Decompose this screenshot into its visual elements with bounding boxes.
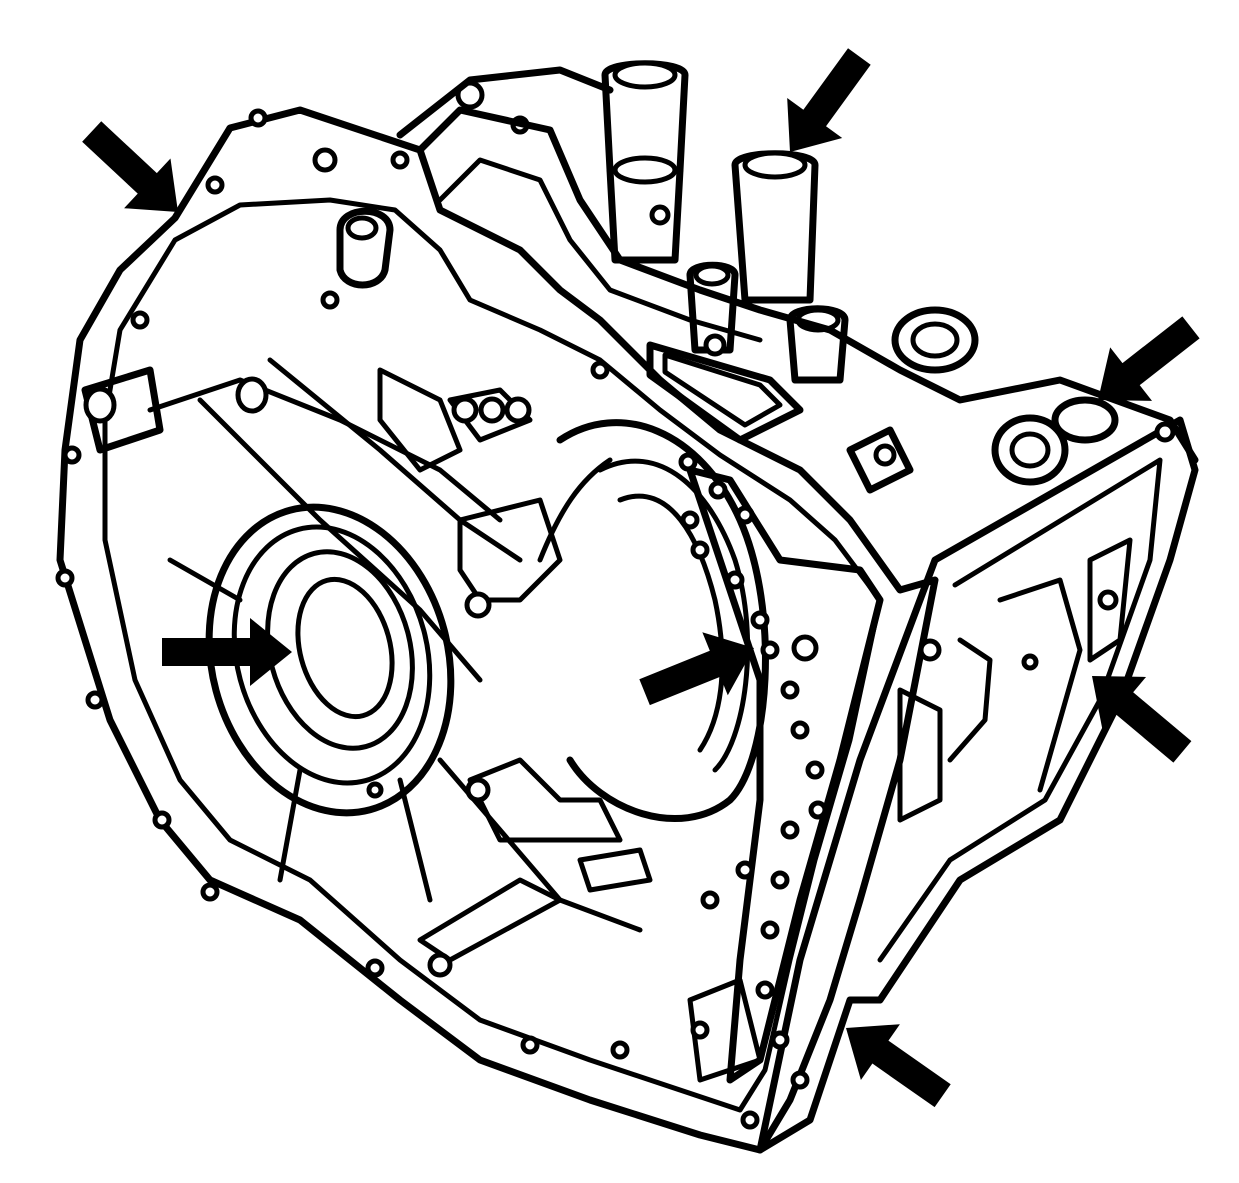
left-bearing-bore xyxy=(205,503,455,817)
center-bore xyxy=(537,419,769,823)
arrow-icon xyxy=(846,1024,951,1108)
arrow-icon xyxy=(639,632,754,706)
arrow-icon xyxy=(787,48,871,152)
top-rails xyxy=(396,66,1199,494)
arrow-icon xyxy=(82,121,178,212)
arrow-icon xyxy=(162,618,292,686)
top-bosses xyxy=(81,60,1119,486)
callout-arrows xyxy=(82,48,1200,1108)
arrow-icon xyxy=(1092,676,1192,763)
internal-ribs xyxy=(147,357,763,1083)
small-bosses xyxy=(320,290,532,978)
bell-housing-flange xyxy=(56,106,939,1154)
arrow-icon xyxy=(1098,316,1200,401)
flange-bolt-holes xyxy=(55,108,698,1060)
center-gasket-strip xyxy=(680,466,884,1130)
